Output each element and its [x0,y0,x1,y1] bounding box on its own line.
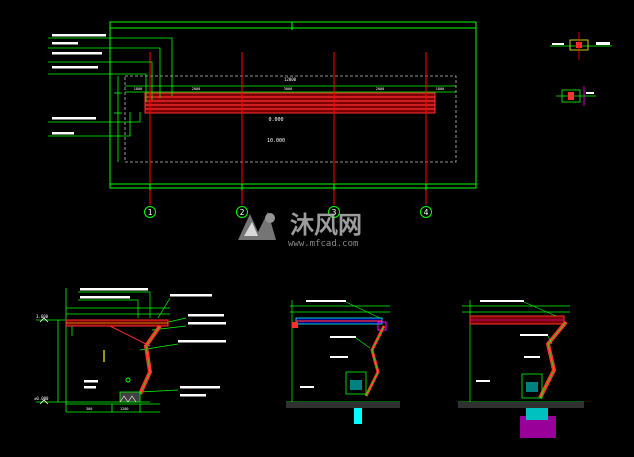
axis-bubble-3[interactable] [328,206,340,218]
detail-symbol-1 [550,32,612,60]
plan-level-label2: 10.000 [267,138,285,144]
section-view-2 [286,300,400,424]
plan-dashed-boundary [124,75,457,163]
section-bottom-level: ±0.000 [34,396,49,401]
plan-dim-1: 1800 [134,87,142,91]
plan-dim-2: 2000 [192,87,200,91]
plan-leaders [48,37,173,137]
plan-dim-4: 2000 [376,87,384,91]
axis-bubbles: 1 2 3 4 [144,206,432,218]
plan-side-dims [114,76,122,162]
axis-label-3: 3 [332,208,337,217]
axis-label-2: 2 [240,208,245,217]
plan-total-dim: 12000 [284,77,297,82]
axis-bubble-1[interactable] [144,206,156,218]
watermark-url: www.mfcad.com [288,239,358,249]
plan-dim-5: 1800 [436,87,444,91]
plan-annotation-blocks [52,34,106,135]
axis-bubble-2[interactable] [236,206,248,218]
section-view-1: 3.600 ±0.000 300 1200 [34,288,226,413]
watermark: 沐风网 www.mfcad.com [238,211,362,249]
plan-dim-3: 3000 [284,87,292,91]
plan-outer-frame [109,21,477,189]
section-dim-2: 1200 [120,407,128,411]
section-dim-1: 300 [86,407,92,411]
section-top-level: 3.600 [36,314,49,319]
axis-label-1: 1 [148,208,153,217]
axis-label-4: 4 [424,208,429,217]
axis-bubble-4[interactable] [420,206,432,218]
detail-symbol-2 [556,86,596,106]
watermark-brand: 沐风网 [290,211,362,239]
section-view-3 [458,300,584,438]
mfcad-logo-icon [238,212,276,240]
canopy-beams [144,92,436,114]
plan-view: 1 2 3 4 12000 1800 2000 3000 2000 1800 0… [48,21,477,218]
plan-level-label: 0.000 [268,117,283,123]
